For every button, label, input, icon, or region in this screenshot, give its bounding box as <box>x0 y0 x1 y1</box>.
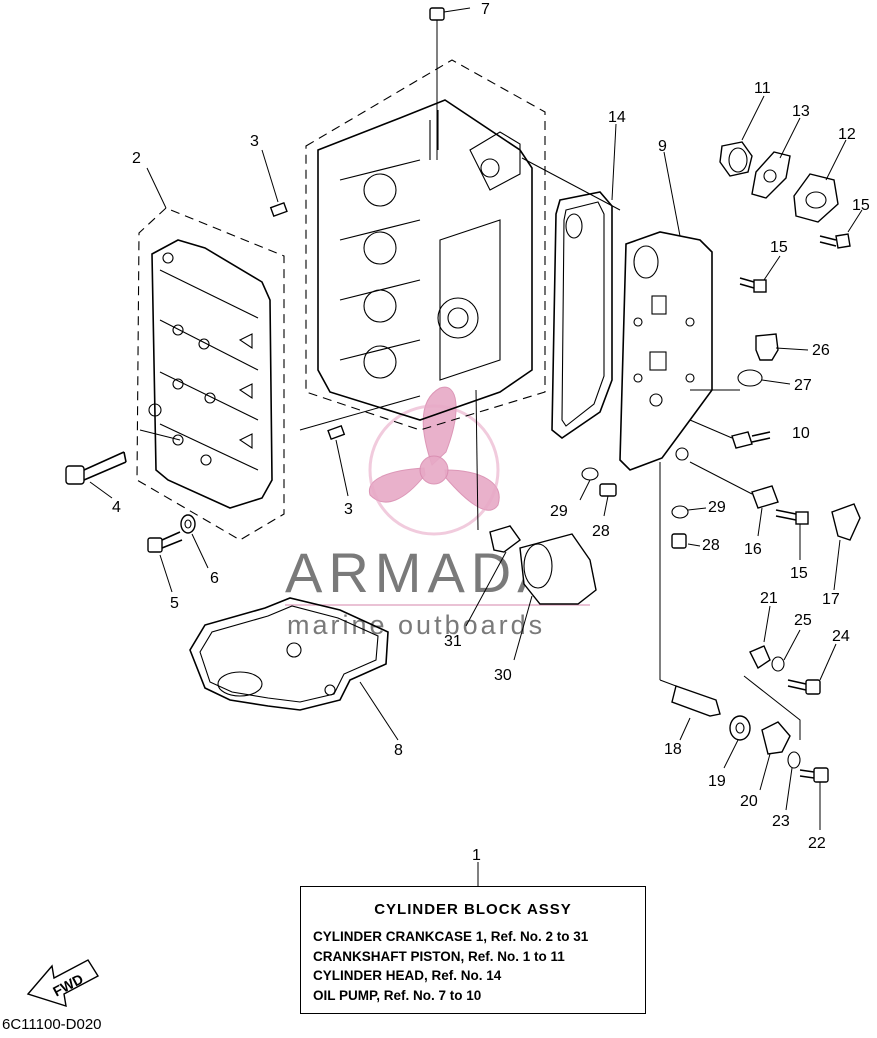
callout-2: 2 <box>132 150 141 167</box>
callout-31: 31 <box>444 633 462 650</box>
callouts: 1 2 3 3 4 5 6 7 8 9 10 11 12 13 14 15 15… <box>112 1 870 864</box>
callout-23: 23 <box>772 813 790 830</box>
callout-29: 29 <box>550 503 568 520</box>
callout-3: 3 <box>344 501 353 518</box>
info-box-lines: CYLINDER CRANKCASE 1, Ref. No. 2 to 31 C… <box>313 927 588 1005</box>
callout-3: 3 <box>250 133 259 150</box>
callout-15: 15 <box>770 239 788 256</box>
callout-11: 11 <box>754 80 771 97</box>
callout-20: 20 <box>740 793 758 810</box>
head-gasket <box>551 123 617 439</box>
callout-24: 24 <box>832 628 850 645</box>
callout-14: 14 <box>608 109 626 126</box>
fwd-arrow: FWD <box>26 959 99 1008</box>
base-gasket <box>189 597 399 741</box>
drawing-code: 6C11100-D020 <box>2 1016 102 1033</box>
callout-5: 5 <box>170 595 179 612</box>
oil-fitting <box>689 419 771 449</box>
callout-25: 25 <box>794 612 812 629</box>
plug-and-oring <box>690 333 809 391</box>
callout-28: 28 <box>592 523 610 540</box>
dowel-pin-lower <box>327 424 349 497</box>
info-line: OIL PUMP, Ref. No. 7 to 10 <box>313 987 482 1003</box>
callout-19: 19 <box>708 773 726 790</box>
callout-16: 16 <box>744 541 762 558</box>
thermostat-parts <box>719 95 863 249</box>
oil-pipe <box>659 679 721 741</box>
info-line: CYLINDER CRANKCASE 1, Ref. No. 2 to 31 <box>313 929 589 944</box>
dowel-pin-upper <box>261 149 288 218</box>
callout-6: 6 <box>210 570 219 587</box>
callout-17: 17 <box>822 591 840 608</box>
info-line: CRANKSHAFT PISTON, Ref. No. 1 to 11 <box>313 948 565 964</box>
oil-filter <box>513 533 597 661</box>
callout-15: 15 <box>852 197 870 214</box>
callout-21: 21 <box>760 590 778 607</box>
callout-29: 29 <box>708 499 726 516</box>
callout-12: 12 <box>838 126 856 143</box>
assembly-info-box: CYLINDER BLOCK ASSY CYLINDER CRANKCASE 1… <box>300 886 646 1014</box>
callout-9: 9 <box>658 138 667 155</box>
oil-pump-parts <box>723 605 837 830</box>
crankcase-half <box>136 167 285 541</box>
info-line: CYLINDER HEAD, Ref. No. 14 <box>313 968 502 983</box>
watermark-tagline: marine outboards <box>287 610 545 640</box>
callout-15: 15 <box>790 565 808 582</box>
propeller-logo <box>368 386 500 536</box>
callout-1: 1 <box>472 847 481 864</box>
bracket-parts <box>689 461 861 591</box>
filter-union-bolt <box>465 389 521 627</box>
long-bolt <box>65 451 127 499</box>
short-bolt <box>147 531 183 593</box>
watermark-brand: ARMADA <box>285 541 561 604</box>
cylinder-head <box>619 151 713 680</box>
callout-28: 28 <box>702 537 720 554</box>
info-box-title: CYLINDER BLOCK ASSY <box>374 901 572 918</box>
cylinder-block <box>299 59 621 431</box>
callout-26: 26 <box>812 342 830 359</box>
callout-10: 10 <box>792 425 810 442</box>
bolt-upper <box>739 255 781 293</box>
drain-plugs <box>579 467 707 549</box>
top-plug <box>429 7 471 160</box>
callout-27: 27 <box>794 377 812 394</box>
callout-22: 22 <box>808 835 826 852</box>
callout-4: 4 <box>112 499 121 516</box>
watermark: ARMADA marine outboards <box>285 386 590 640</box>
washer <box>180 514 209 569</box>
callout-30: 30 <box>494 667 512 684</box>
callout-8: 8 <box>394 742 403 759</box>
callout-7: 7 <box>481 1 490 18</box>
callout-18: 18 <box>664 741 682 758</box>
callout-13: 13 <box>792 103 810 120</box>
